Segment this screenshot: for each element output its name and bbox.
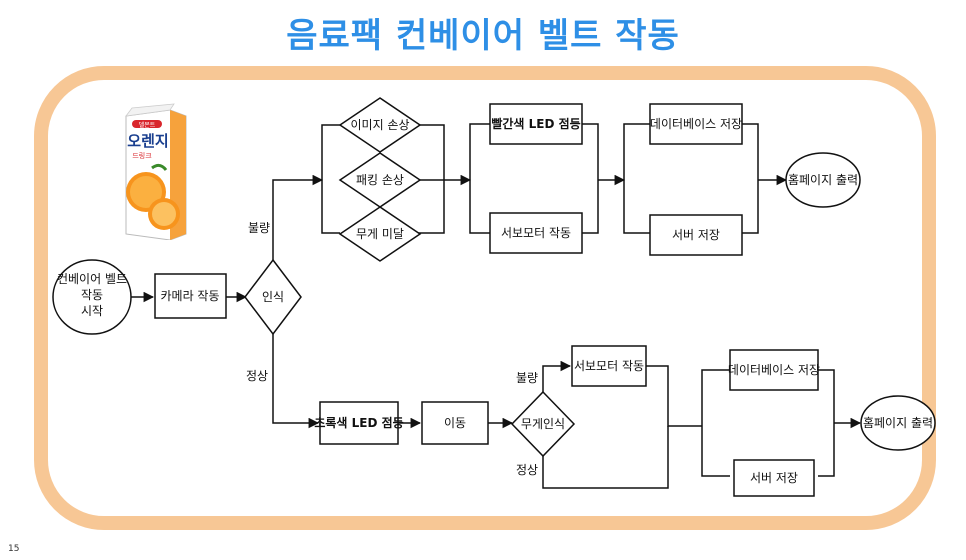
server-bottom-label: 서버 저장 [750, 471, 798, 485]
camera-label: 카메라 작동 [160, 289, 219, 303]
move-box: 이동 [421, 401, 489, 445]
red-led-label: 빨간색 LED 점등 [491, 116, 580, 131]
image-damage-label: 이미지 손상 [350, 118, 409, 132]
servo-top-box: 서보모터 작동 [489, 212, 583, 254]
page-number: 15 [8, 544, 20, 554]
page-title: 음료팩 컨베이어 벨트 작동 [286, 16, 680, 56]
server-top-label: 서버 저장 [672, 228, 720, 242]
pack-damage-label: 패킹 손상 [356, 173, 404, 187]
db-bottom-box: 데이터베이스 저장 [728, 349, 820, 391]
start-line-1: 컨베이어 벨트 [57, 272, 127, 286]
image-damage-diamond: 이미지 손상 [338, 97, 422, 153]
weight-short-label: 무게 미달 [356, 227, 404, 241]
start-oval: 컨베이어 벨트 작동 시작 [52, 259, 132, 335]
green-led-label: 초록색 LED 점등 [314, 415, 403, 430]
weight-recog-label: 무게인식 [521, 417, 565, 431]
db-bottom-label: 데이터베이스 저장 [728, 363, 820, 377]
start-line-3: 시작 [81, 304, 103, 318]
green-led-box: 초록색 LED 점등 [314, 401, 404, 445]
orange-juice-carton-image: 델몬트 오렌지 드링크 [125, 103, 187, 240]
product-name: 오렌지 [127, 132, 168, 150]
product-sub: 드링크 [132, 152, 152, 160]
weight-recog-diamond: 무게인식 [510, 390, 576, 458]
edge-label-defect-top: 불량 [248, 221, 270, 235]
edge-label-normal-bottom: 정상 [516, 463, 538, 477]
recognize-diamond: 인식 [244, 258, 302, 336]
recognize-label: 인식 [262, 290, 284, 304]
edge-label-normal-top: 정상 [246, 369, 268, 383]
brand-logo-text: 델몬트 [139, 121, 156, 129]
red-led-box: 빨간색 LED 점등 [489, 103, 583, 145]
home-bottom-oval: 홈페이지 출력 [860, 395, 936, 451]
pack-damage-diamond: 패킹 손상 [338, 152, 422, 208]
camera-box: 카메라 작동 [154, 273, 227, 319]
move-label: 이동 [444, 416, 466, 430]
server-top-box: 서버 저장 [649, 214, 743, 256]
home-top-oval: 홈페이지 출력 [785, 152, 861, 208]
db-top-label: 데이터베이스 저장 [650, 117, 742, 131]
db-top-box: 데이터베이스 저장 [649, 103, 743, 145]
servo-bottom-label: 서보모터 작동 [574, 359, 644, 373]
server-bottom-box: 서버 저장 [733, 459, 815, 497]
home-bottom-label: 홈페이지 출력 [863, 416, 933, 430]
edge-label-defect-bottom: 불량 [516, 371, 538, 385]
home-top-label: 홈페이지 출력 [788, 173, 858, 187]
servo-top-label: 서보모터 작동 [501, 226, 571, 240]
weight-short-diamond: 무게 미달 [338, 206, 422, 262]
servo-bottom-box: 서보모터 작동 [571, 345, 647, 387]
start-line-2: 작동 [81, 288, 103, 302]
